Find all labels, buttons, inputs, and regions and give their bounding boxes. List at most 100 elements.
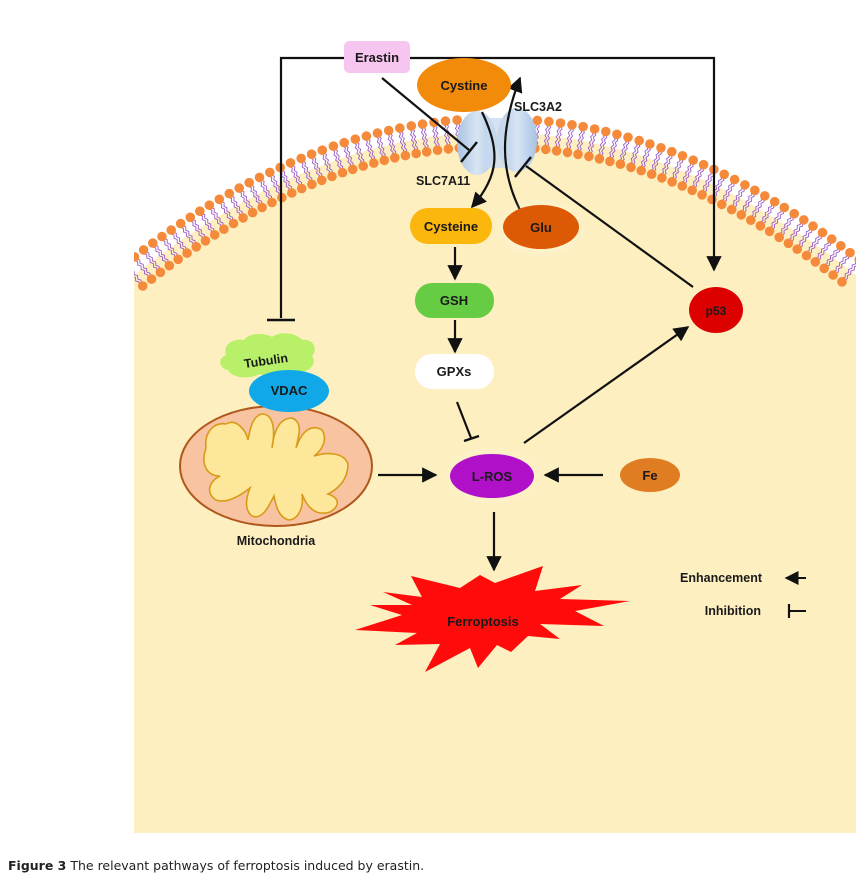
- node-gsh: GSH: [415, 283, 494, 318]
- edges: [267, 56, 722, 572]
- lipid-head-outer: [121, 259, 131, 269]
- lipid-head-inner: [697, 190, 707, 200]
- lipid-tail: [761, 202, 777, 228]
- lipid-tail: [805, 231, 823, 256]
- lipid-head-outer: [195, 206, 205, 216]
- lipid-head-inner: [615, 159, 626, 169]
- lipid-head-inner: [390, 153, 400, 163]
- lipid-head-inner: [327, 171, 337, 182]
- lipid-head-inner: [182, 248, 192, 258]
- lipid-head-outer: [361, 131, 372, 141]
- lipid-tail: [400, 127, 409, 156]
- lipid-tail: [693, 165, 706, 192]
- lipid-head-inner: [443, 144, 454, 154]
- node-glu: Glu: [493, 196, 589, 260]
- lipid-head-outer: [836, 241, 846, 251]
- lipid-tail: [378, 132, 387, 161]
- lipid-tail: [220, 198, 236, 223]
- lipid-tail: [732, 185, 748, 211]
- lipid-head-inner: [636, 165, 646, 176]
- lipid-tail: [639, 143, 650, 171]
- lipid-tail: [240, 186, 255, 212]
- lipid-head-outer: [440, 116, 451, 126]
- cystine-label: Cystine: [441, 78, 488, 93]
- vdac-label: VDAC: [271, 383, 308, 398]
- lipid-head-inner: [717, 199, 727, 210]
- lipid-head-inner: [317, 175, 327, 186]
- lipid-head-inner: [605, 156, 615, 167]
- edge-p53-slc3a2: [525, 165, 694, 288]
- lipid-head-outer: [623, 132, 633, 143]
- lipid-head-inner: [594, 154, 605, 164]
- lipid-head-inner: [646, 169, 657, 179]
- lipid-tail: [770, 208, 787, 233]
- slc3a2-label: SLC3A2: [514, 100, 562, 114]
- lipid-head-inner: [228, 218, 239, 229]
- lipid-tail: [281, 166, 295, 193]
- lipid-head-inner: [432, 145, 443, 155]
- lipid-head-inner: [411, 148, 422, 159]
- lipid-tail: [780, 214, 797, 239]
- lipid-head-inner: [801, 250, 812, 261]
- lipid-head-outer: [688, 155, 698, 165]
- lipid-tail: [789, 220, 806, 245]
- lipid-head-inner: [677, 181, 688, 191]
- node-lros: L-ROS: [440, 446, 544, 506]
- lipid-head-outer: [296, 153, 307, 164]
- lipid-head-outer: [417, 119, 428, 129]
- lipid-head-outer: [532, 115, 543, 126]
- lipid-tail: [752, 196, 767, 222]
- gsh-label: GSH: [440, 293, 468, 308]
- lipid-head-outer: [244, 177, 254, 188]
- figure-number: Figure 3: [8, 858, 67, 873]
- lipid-head-inner: [584, 151, 594, 162]
- cell-membrane: [121, 115, 856, 291]
- lipid-head-inner: [257, 202, 267, 213]
- lipid-head-inner: [155, 267, 166, 278]
- lipid-head-inner: [307, 179, 317, 190]
- lipid-head-outer: [845, 247, 855, 258]
- lipid-tail: [135, 255, 154, 279]
- lipid-head-inner: [173, 254, 183, 265]
- lipid-head-outer: [339, 137, 350, 148]
- lipid-head-outer: [317, 145, 328, 155]
- legend-inhibition-label: Inhibition: [705, 604, 761, 618]
- lipid-head-inner: [562, 147, 573, 158]
- lipid-head-outer: [760, 191, 770, 201]
- lipid-tail: [556, 123, 564, 152]
- lipid-tail: [397, 128, 406, 156]
- lipid-head-outer: [634, 135, 644, 146]
- lipid-head-inner: [828, 270, 838, 280]
- lipid-head-outer: [589, 124, 600, 134]
- lipid-tail: [323, 149, 335, 176]
- lros-label: L-ROS: [472, 469, 513, 484]
- lipid-head-inner: [146, 274, 157, 284]
- node-cysteine: Cysteine: [410, 208, 492, 244]
- lipid-head-inner: [137, 281, 148, 291]
- lipid-head-inner: [726, 204, 737, 215]
- lipid-head-inner: [774, 232, 784, 243]
- lipid-head-outer: [406, 121, 417, 131]
- lipid-head-outer: [166, 225, 176, 235]
- lipid-head-outer: [157, 231, 167, 242]
- edge-gpxs-lros: [455, 401, 473, 439]
- lipid-tail: [230, 192, 246, 218]
- lipid-head-outer: [826, 234, 837, 244]
- lipid-head-inner: [707, 194, 717, 205]
- lipid-head-outer: [677, 151, 688, 161]
- lipid-tail: [182, 222, 199, 246]
- lipid-head-outer: [698, 159, 709, 170]
- lipid-head-outer: [204, 200, 215, 210]
- lipid-tail: [389, 129, 398, 158]
- lipid-head-outer: [285, 158, 296, 168]
- edge-cystine-cysteine: [470, 111, 496, 209]
- lipid-tail: [210, 203, 227, 229]
- lipid-head-outer: [372, 128, 383, 138]
- inhibit-bar-slc7a11: [460, 141, 478, 163]
- lipid-head-outer: [214, 194, 225, 205]
- lipid-head-inner: [573, 149, 583, 160]
- lipid-tail: [597, 131, 606, 159]
- node-p53: p53: [689, 287, 743, 333]
- lipid-head-outer: [395, 123, 405, 133]
- lipid-head-outer: [612, 129, 622, 140]
